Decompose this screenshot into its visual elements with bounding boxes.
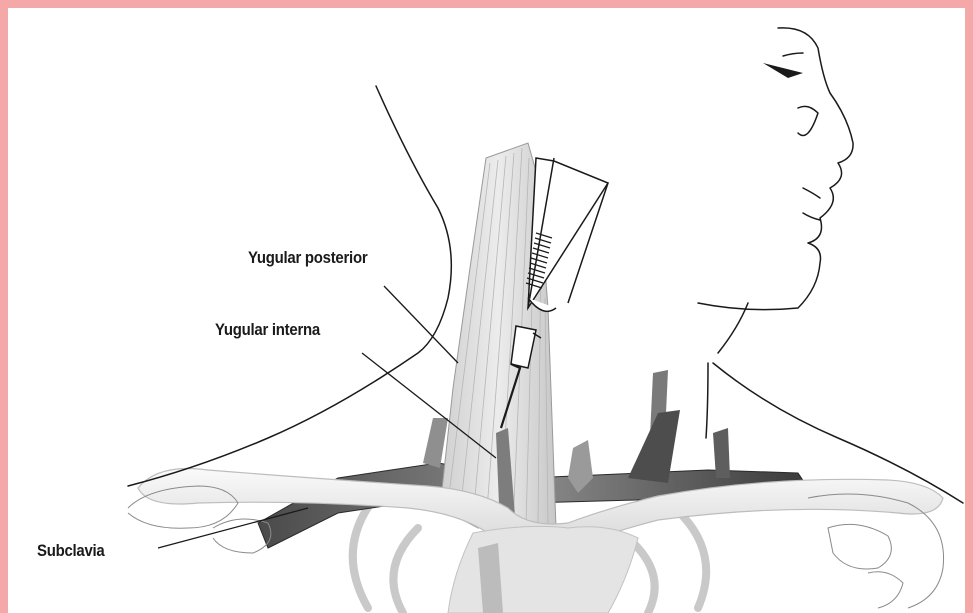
label-yugular-interna: Yugular interna bbox=[215, 320, 320, 340]
sternum bbox=[448, 526, 638, 613]
eye bbox=[763, 63, 803, 78]
diagram-frame: Yugular posterior Yugular interna Subcla… bbox=[8, 8, 965, 613]
neck-anatomy-illustration bbox=[8, 8, 965, 613]
label-subclavia: Subclavia bbox=[37, 541, 104, 561]
face-profile bbox=[698, 28, 853, 353]
vertebral-vessel bbox=[423, 418, 448, 468]
vessel-branch bbox=[713, 428, 730, 478]
label-yugular-posterior: Yugular posterior bbox=[248, 248, 367, 268]
